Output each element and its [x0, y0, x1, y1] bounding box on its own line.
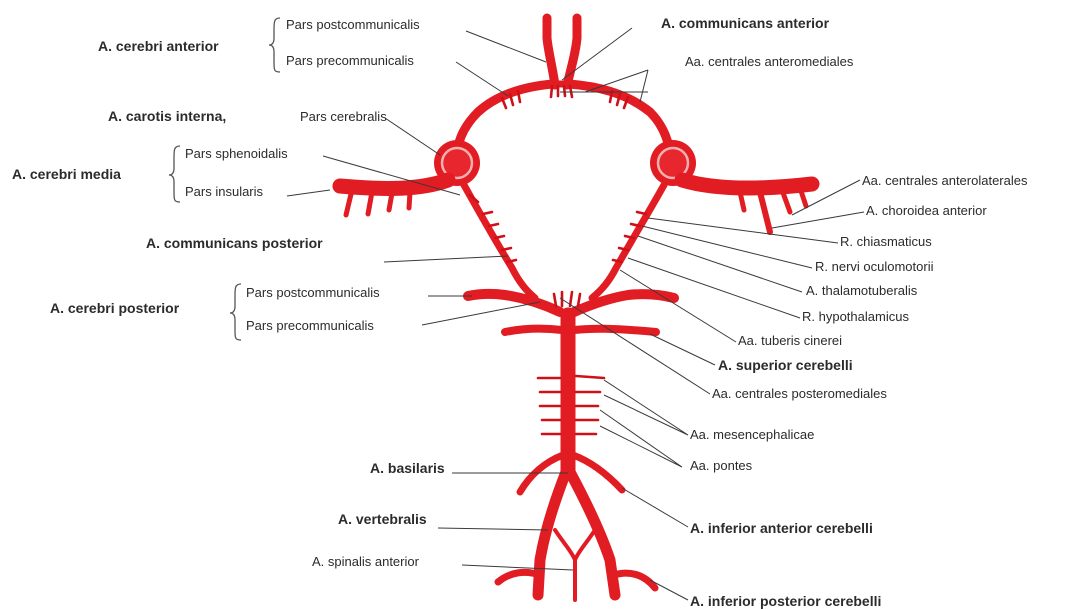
label-choroidea-anterior: A. choroidea anterior	[866, 203, 987, 218]
mca-left-branch-3	[389, 193, 392, 210]
label-superior-cerebelli: A. superior cerebelli	[718, 357, 853, 373]
label-pars-cerebralis: Pars cerebralis	[300, 109, 387, 124]
label-basilaris: A. basilaris	[370, 460, 445, 476]
label-centrales-anteromediales: Aa. centrales anteromediales	[685, 54, 854, 69]
label-communicans-anterior: A. communicans anterior	[661, 15, 830, 31]
label-hypothalamicus: R. hypothalamicus	[802, 309, 909, 324]
label-cerebri-anterior: A. cerebri anterior	[98, 38, 219, 54]
label-pca-precommunicalis: Pars precommunicalis	[246, 318, 374, 333]
mca-right-branch-2	[760, 192, 770, 232]
label-centrales-posteromediales: Aa. centrales posteromediales	[712, 386, 887, 401]
label-aca-postcommunicalis: Pars postcommunicalis	[286, 17, 420, 32]
label-pca-postcommunicalis: Pars postcommunicalis	[246, 285, 380, 300]
pica-right	[614, 573, 655, 588]
sca-right	[574, 329, 656, 332]
label-vertebralis: A. vertebralis	[338, 511, 427, 527]
mca-right	[682, 180, 812, 188]
label-mca-sphenoidalis: Pars sphenoidalis	[185, 146, 288, 161]
label-aca-precommunicalis: Pars precommunicalis	[286, 53, 414, 68]
label-chiasmaticus: R. chiasmaticus	[840, 234, 932, 249]
aca-left-postcommunical	[547, 18, 555, 85]
brace-cerebri-anterior	[269, 18, 280, 72]
pca-left	[468, 294, 560, 312]
label-communicans-posterior: A. communicans posterior	[146, 235, 323, 251]
sca-left	[505, 329, 562, 332]
label-thalamotuberalis: A. thalamotuberalis	[806, 283, 918, 298]
spinalis-anterior-vessel	[555, 530, 595, 600]
label-mesencephalicae: Aa. mesencephalicae	[690, 427, 814, 442]
labels: A. cerebri anterior Pars postcommunicali…	[12, 15, 1028, 609]
label-inferior-posterior-cerebelli: A. inferior posterior cerebelli	[690, 593, 881, 609]
communicans-posterior-left	[464, 185, 535, 298]
label-inferior-anterior-cerebelli: A. inferior anterior cerebelli	[690, 520, 873, 536]
label-cerebri-posterior: A. cerebri posterior	[50, 300, 180, 316]
label-pontes: Aa. pontes	[690, 458, 753, 473]
mca-left-branch-4	[409, 192, 410, 208]
label-cerebri-media: A. cerebri media	[12, 166, 121, 182]
label-centrales-anterolaterales: Aa. centrales anterolaterales	[862, 173, 1028, 188]
brace-cerebri-posterior	[230, 284, 241, 340]
brace-cerebri-media	[169, 146, 180, 202]
label-spinalis-anterior: A. spinalis anterior	[312, 554, 420, 569]
label-mca-insularis: Pars insularis	[185, 184, 264, 199]
label-nervi-oculomotorii: R. nervi oculomotorii	[815, 259, 934, 274]
label-carotis-interna: A. carotis interna,	[108, 108, 226, 124]
label-tuberis-cinerei: Aa. tuberis cinerei	[738, 333, 842, 348]
